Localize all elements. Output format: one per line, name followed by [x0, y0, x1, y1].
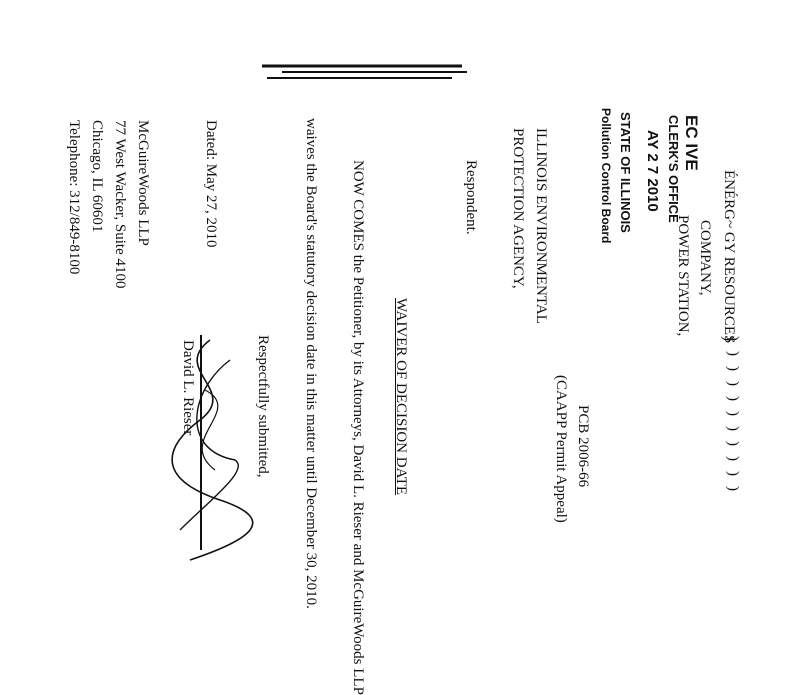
dated-line: Dated: May 27, 2010: [203, 120, 219, 248]
header-rule-lines: [262, 64, 467, 79]
case-type: (CAAPP Permit Appeal): [553, 375, 569, 523]
petitioner-line-3: POWER STATION,: [675, 215, 691, 337]
case-number: PCB 2006-66: [575, 405, 591, 488]
stamp-state: STATE OF ILLINOIS: [618, 112, 633, 233]
signature-line: [200, 335, 202, 550]
respondent-label: Respondent.: [463, 160, 479, 235]
respondent-line-1: ILLINOIS ENVIRONMENTAL: [533, 128, 549, 324]
body-paragraph-line-1: NOW COMES the Petitioner, by its Attorne…: [350, 160, 366, 695]
firm-street: 77 West Wacker, Suite 4100: [112, 120, 128, 289]
body-paragraph-line-2: waives the Board's statutory decision da…: [303, 118, 319, 609]
stamp-date: AY 2 7 2010: [644, 130, 661, 212]
respondent-line-2: PROTECTION AGENCY,: [510, 128, 526, 289]
petitioner-line-2: COMPANY,: [697, 220, 713, 296]
petitioner-line-1: ÉNÉRG~ GY RESOURCES: [721, 170, 737, 344]
scanned-document-page: ÉNÉRG~ GY RESOURCES COMPANY, POWER STATI…: [66, 64, 741, 695]
stamp-board: Pollution Control Board: [599, 108, 613, 244]
svg-text:): ): [720, 336, 736, 341]
document-heading: WAIVER OF DECISION DATE: [393, 298, 409, 496]
stamp-received: EC IVE: [682, 115, 701, 171]
caption-bracket-marks: ): [720, 336, 736, 341]
firm-phone: Telephone: 312/849-8100: [66, 120, 82, 275]
firm-name: McGuireWoods LLP: [135, 120, 151, 246]
stamp-clerks-office: CLERK'S OFFICE: [666, 115, 681, 223]
caption-brackets: ))))))))))): [725, 336, 741, 501]
handwritten-signature: [171, 339, 254, 561]
firm-city: Chicago, IL 60601: [89, 120, 105, 233]
